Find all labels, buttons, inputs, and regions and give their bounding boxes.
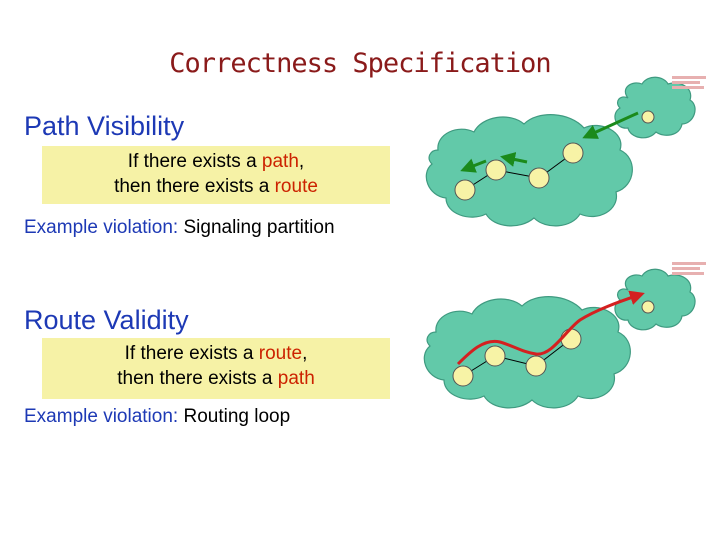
nodes-1 <box>454 110 655 201</box>
path-visibility-line2: then there exists a route <box>114 176 318 197</box>
example-violation-1: Example violation: Signaling partition <box>24 217 335 238</box>
route-validity-line1: If there exists a route, <box>124 343 308 364</box>
cloud-small-2 <box>614 268 696 331</box>
cloud-large-1 <box>425 114 633 227</box>
path-visibility-box: If there exists a path, then there exist… <box>42 146 390 204</box>
path-visibility-line1: If there exists a path, <box>127 151 305 172</box>
small-cloud-caption-1 <box>672 76 706 89</box>
route-validity-line2: then there exists a path <box>117 368 315 389</box>
route-validity-box: If there exists a route, then there exis… <box>42 338 390 399</box>
example-violation-2: Example violation: Routing loop <box>24 406 291 427</box>
route-validity-heading: Route Validity <box>24 305 189 335</box>
route-arrow-2 <box>456 290 645 366</box>
slide-title: Correctness Specification <box>169 48 551 79</box>
signal-arrows-1 <box>460 111 639 173</box>
cloud-small-1 <box>614 76 696 139</box>
small-cloud-caption-2 <box>672 262 706 275</box>
path-visibility-heading: Path Visibility <box>24 111 185 141</box>
